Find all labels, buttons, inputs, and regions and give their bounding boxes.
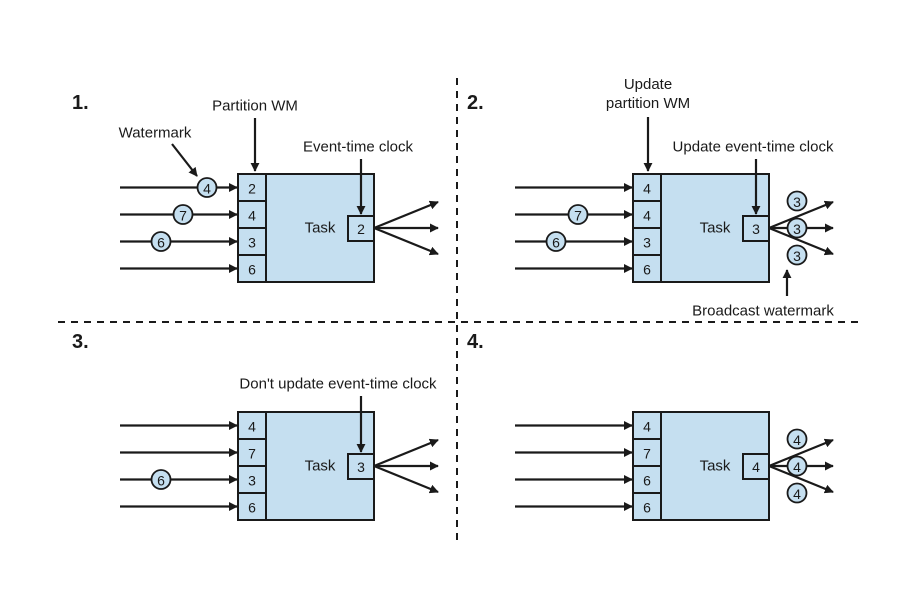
task-label: Task: [700, 458, 731, 475]
incoming-watermark: [545, 231, 567, 252]
broadcast-watermark-label: Broadcast watermark: [692, 303, 834, 320]
partition-wm-label-line: partition WM: [606, 95, 690, 112]
incoming-watermark-value: 4: [203, 181, 211, 197]
partition-value: 6: [248, 500, 256, 516]
partition-value: 7: [248, 446, 256, 462]
event-time-clock-label: Don't update event-time clock: [239, 376, 437, 393]
partition-cell: [237, 227, 267, 256]
partition-wm-label: Update partition WM: [606, 76, 690, 112]
watermark-label: Watermark: [119, 125, 192, 142]
partition-value: 4: [248, 208, 256, 224]
partition-cell: [632, 227, 662, 256]
outgoing-watermark: [786, 428, 808, 450]
partition-value: 6: [643, 473, 651, 489]
outgoing-watermark: [786, 217, 808, 239]
incoming-watermark: [567, 204, 589, 225]
partition-value: 3: [248, 235, 256, 251]
panel-number: 1.: [72, 92, 89, 114]
partition-value: 6: [643, 500, 651, 516]
partition-value: 6: [643, 262, 651, 278]
partition-cell: [632, 173, 662, 202]
incoming-watermark: [150, 231, 172, 252]
output-arrow: [373, 438, 439, 468]
outgoing-watermark-value: 4: [793, 459, 801, 475]
panel-number: 3.: [72, 331, 89, 353]
partition-cell: [237, 173, 267, 202]
output-arrow: [373, 226, 439, 256]
event-time-clock-box: [742, 453, 770, 480]
partition-value: 3: [248, 473, 256, 489]
partition-value: 3: [643, 235, 651, 251]
outgoing-watermark: [786, 455, 808, 477]
event-time-clock-value: 3: [357, 459, 365, 475]
event-time-clock-value: 3: [752, 221, 760, 237]
outgoing-watermark: [786, 244, 808, 266]
panel-number: 4.: [467, 331, 484, 353]
partition-value: 4: [643, 419, 651, 435]
watermark-pointer: [171, 143, 198, 177]
output-arrow: [768, 200, 834, 230]
incoming-watermark-value: 6: [552, 235, 560, 251]
incoming-watermark-value: 6: [157, 235, 165, 251]
event-time-clock-box: [347, 453, 375, 480]
event-time-clock-box: [742, 215, 770, 242]
partition-cell: [632, 254, 662, 283]
outgoing-watermark-value: 3: [793, 194, 801, 210]
event-time-clock-box: [347, 215, 375, 242]
output-arrow: [373, 200, 439, 230]
partition-value: 2: [248, 181, 256, 197]
partition-cell: [237, 465, 267, 494]
event-time-clock-label: Event-time clock: [303, 139, 414, 156]
partition-wm-label: Partition WM: [212, 98, 298, 115]
partition-cell: [237, 254, 267, 283]
task-label: Task: [305, 458, 336, 475]
event-time-clock-value: 2: [357, 221, 365, 237]
output-arrow: [768, 464, 834, 494]
partition-value: 6: [248, 262, 256, 278]
incoming-watermark: [172, 204, 194, 225]
partition-value: 7: [643, 446, 651, 462]
partition-wm-label-line: Update: [624, 76, 672, 93]
output-arrow: [768, 226, 834, 256]
partition-cell: [632, 492, 662, 521]
outgoing-watermark-value: 4: [793, 486, 801, 502]
task-label: Task: [700, 220, 731, 237]
partition-cell: [237, 492, 267, 521]
output-arrow: [768, 438, 834, 468]
partition-value: 4: [643, 208, 651, 224]
incoming-watermark-value: 7: [574, 208, 582, 224]
partition-cell: [237, 200, 267, 229]
outgoing-watermark: [786, 482, 808, 504]
outgoing-watermark-value: 3: [793, 248, 801, 264]
output-arrow: [373, 464, 439, 494]
event-time-clock-value: 4: [752, 459, 760, 475]
panel-number: 2.: [467, 92, 484, 114]
outgoing-watermark-value: 4: [793, 432, 801, 448]
outgoing-watermark: [786, 190, 808, 212]
partition-value: 4: [643, 181, 651, 197]
incoming-watermark-value: 6: [157, 473, 165, 489]
incoming-watermark: [150, 469, 172, 490]
task-label: Task: [305, 220, 336, 237]
incoming-watermark-value: 7: [179, 208, 187, 224]
outgoing-watermark-value: 3: [793, 221, 801, 237]
partition-value: 4: [248, 419, 256, 435]
incoming-watermark: [196, 177, 218, 198]
event-time-clock-label: Update event-time clock: [673, 139, 834, 156]
